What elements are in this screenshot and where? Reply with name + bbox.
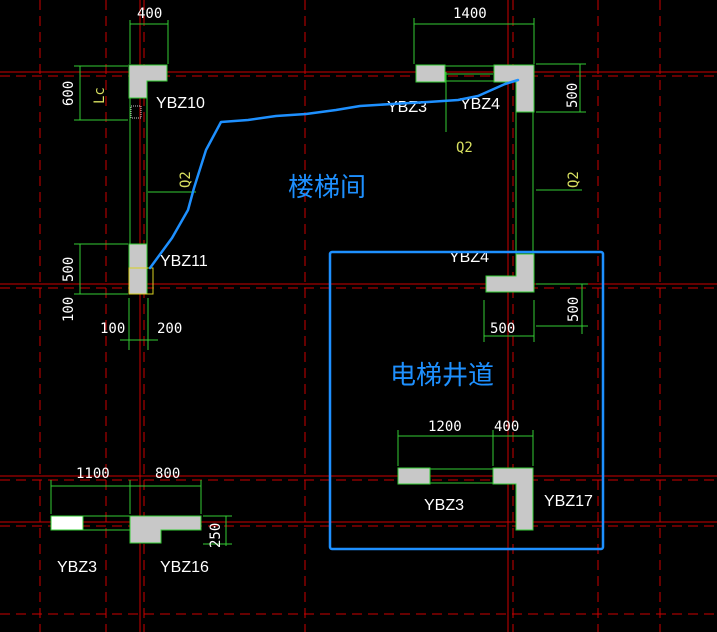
wall-members [50,64,535,544]
dim-500-mid: 500 [490,321,515,337]
label-ybz3-bottom: YBZ3 [57,559,97,576]
dim-400-top-left: 400 [137,6,162,22]
dim-1100: 1100 [76,466,110,482]
label-lc: Lc [92,87,108,104]
label-q2-left: Q2 [178,171,194,188]
dim-250: 250 [208,523,224,548]
dim-500-right-upper: 500 [565,83,581,108]
label-ybz10: YBZ10 [156,95,205,112]
label-q2-mid: Q2 [456,140,473,156]
column-ybz17 [492,467,534,531]
label-ybz17: YBZ17 [544,493,593,510]
stair-outline-markup [148,78,520,270]
dim-100-left: 100 [61,297,77,322]
column-ybz3-bottom [50,515,84,531]
dim-500-right-lower: 500 [566,297,582,322]
column-ybz11 [128,243,148,295]
label-ybz16: YBZ16 [160,559,209,576]
annotation-elevator-shaft: 电梯井道 [390,361,494,391]
label-ybz4-top: YBZ4 [460,96,500,113]
dim-1200: 1200 [428,419,462,435]
label-q2-right: Q2 [566,171,582,188]
column-ybz16 [129,515,202,544]
dim-400-elev: 400 [494,419,519,435]
column-ybz10 [128,64,168,99]
dim-600-left: 600 [61,81,77,106]
label-ybz11: YBZ11 [160,253,208,270]
dim-100-bottom: 100 [100,321,125,337]
elevator-shaft-box [328,250,605,551]
label-ybz3-elev: YBZ3 [424,497,464,514]
column-ybz3-elev [397,467,431,485]
column-ybz4-mid [485,253,535,293]
dim-200-bottom: 200 [157,321,182,337]
dim-500-left-lower: 500 [61,257,77,282]
column-ybz3-top [415,64,446,83]
annotation-stairwell: 楼梯间 [288,173,366,203]
dim-800: 800 [155,466,180,482]
dim-1400-top-right: 1400 [453,6,487,22]
